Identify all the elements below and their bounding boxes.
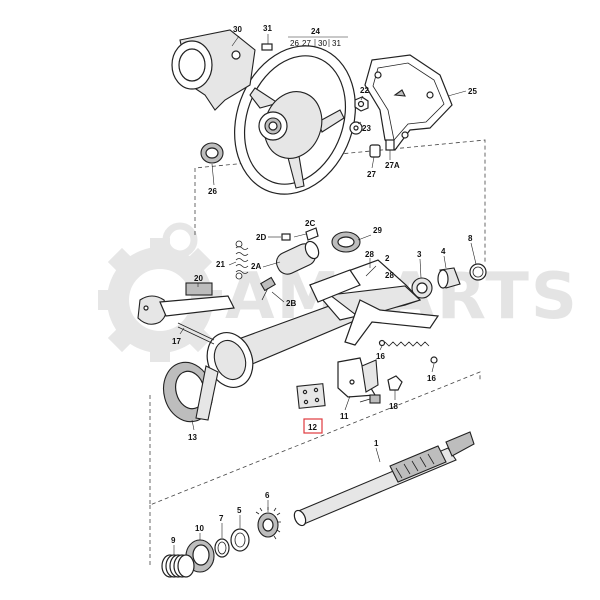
- callout-28b: 28: [385, 271, 394, 280]
- column-tube-2: [206, 259, 440, 388]
- spring-16: [378, 339, 438, 364]
- spring-9: [161, 554, 195, 578]
- callout-20: 20: [194, 274, 203, 283]
- highlighted-callout-12[interactable]: 12: [303, 418, 323, 434]
- callout-2: 2: [385, 254, 390, 263]
- callout-27: 27: [367, 170, 376, 179]
- svg-text:27: 27: [302, 39, 311, 48]
- callout-1: 1: [374, 439, 379, 448]
- svg-text:12: 12: [308, 423, 317, 432]
- screw-27: [369, 144, 381, 158]
- callout-9: 9: [171, 536, 176, 545]
- svg-text:24: 24: [311, 27, 320, 36]
- callout-labels: 30 31 24 26 27 30 31 22 23 25 27 27A 26 …: [171, 24, 477, 545]
- callout-26: 26: [208, 187, 217, 196]
- callout-2d: 2D: [256, 233, 266, 242]
- clamp-13: [163, 361, 219, 423]
- screw-11: [359, 394, 381, 404]
- lever-20: [137, 282, 235, 325]
- switch-2a: [275, 240, 320, 275]
- group-label-24: 24 26 27 30 31: [288, 27, 348, 48]
- seal-29: [331, 231, 361, 253]
- callout-23: 23: [362, 124, 371, 133]
- svg-text:26: 26: [290, 39, 299, 48]
- screw-2b: [260, 276, 276, 301]
- callout-22: 22: [360, 86, 369, 95]
- spring-21: [235, 240, 249, 280]
- callout-29: 29: [373, 226, 382, 235]
- pin-2d: [281, 233, 291, 241]
- callout-2c: 2C: [305, 219, 315, 228]
- callout-27a: 27A: [385, 161, 400, 170]
- callout-4: 4: [441, 247, 446, 256]
- cover-plate: [364, 54, 453, 151]
- ring-7: [214, 538, 230, 558]
- callout-16b: 16: [427, 374, 436, 383]
- callout-31: 31: [263, 24, 272, 33]
- steering-wheel: [234, 45, 356, 195]
- clip-2c: [305, 227, 319, 241]
- bracket-11: [337, 357, 379, 398]
- svg-text:31: 31: [332, 39, 341, 48]
- callout-8: 8: [468, 234, 473, 243]
- callout-7: 7: [219, 514, 224, 523]
- callout-2a: 2A: [251, 262, 261, 271]
- plate-12: [296, 383, 326, 409]
- nut-18: [387, 375, 403, 391]
- callout-16a: 16: [376, 352, 385, 361]
- rod-17: [177, 322, 215, 341]
- callout-25: 25: [468, 87, 477, 96]
- svg-text:30: 30: [318, 39, 327, 48]
- screw-27a: [385, 139, 395, 151]
- ring-26: [200, 142, 224, 164]
- ring-8: [469, 263, 487, 281]
- callout-3: 3: [417, 250, 422, 259]
- callout-10: 10: [195, 524, 204, 533]
- steering-shaft-1: [293, 431, 475, 527]
- bushing-4: [437, 267, 461, 289]
- callout-28a: 28: [365, 250, 374, 259]
- callout-13: 13: [188, 433, 197, 442]
- callout-5: 5: [237, 506, 242, 515]
- callout-11: 11: [340, 412, 349, 421]
- bushing-10: [185, 539, 215, 573]
- leader-lines: [173, 34, 477, 555]
- callout-21: 21: [216, 260, 225, 269]
- gear-6: [255, 507, 281, 540]
- callout-2b: 2B: [286, 299, 296, 308]
- callout-17: 17: [172, 337, 181, 346]
- callout-6: 6: [265, 491, 270, 500]
- horn-pad: [171, 29, 256, 111]
- screw-31: [261, 43, 273, 51]
- callout-18: 18: [389, 402, 398, 411]
- ring-5: [230, 528, 250, 552]
- bushing-3: [411, 277, 433, 299]
- callout-30: 30: [233, 25, 242, 34]
